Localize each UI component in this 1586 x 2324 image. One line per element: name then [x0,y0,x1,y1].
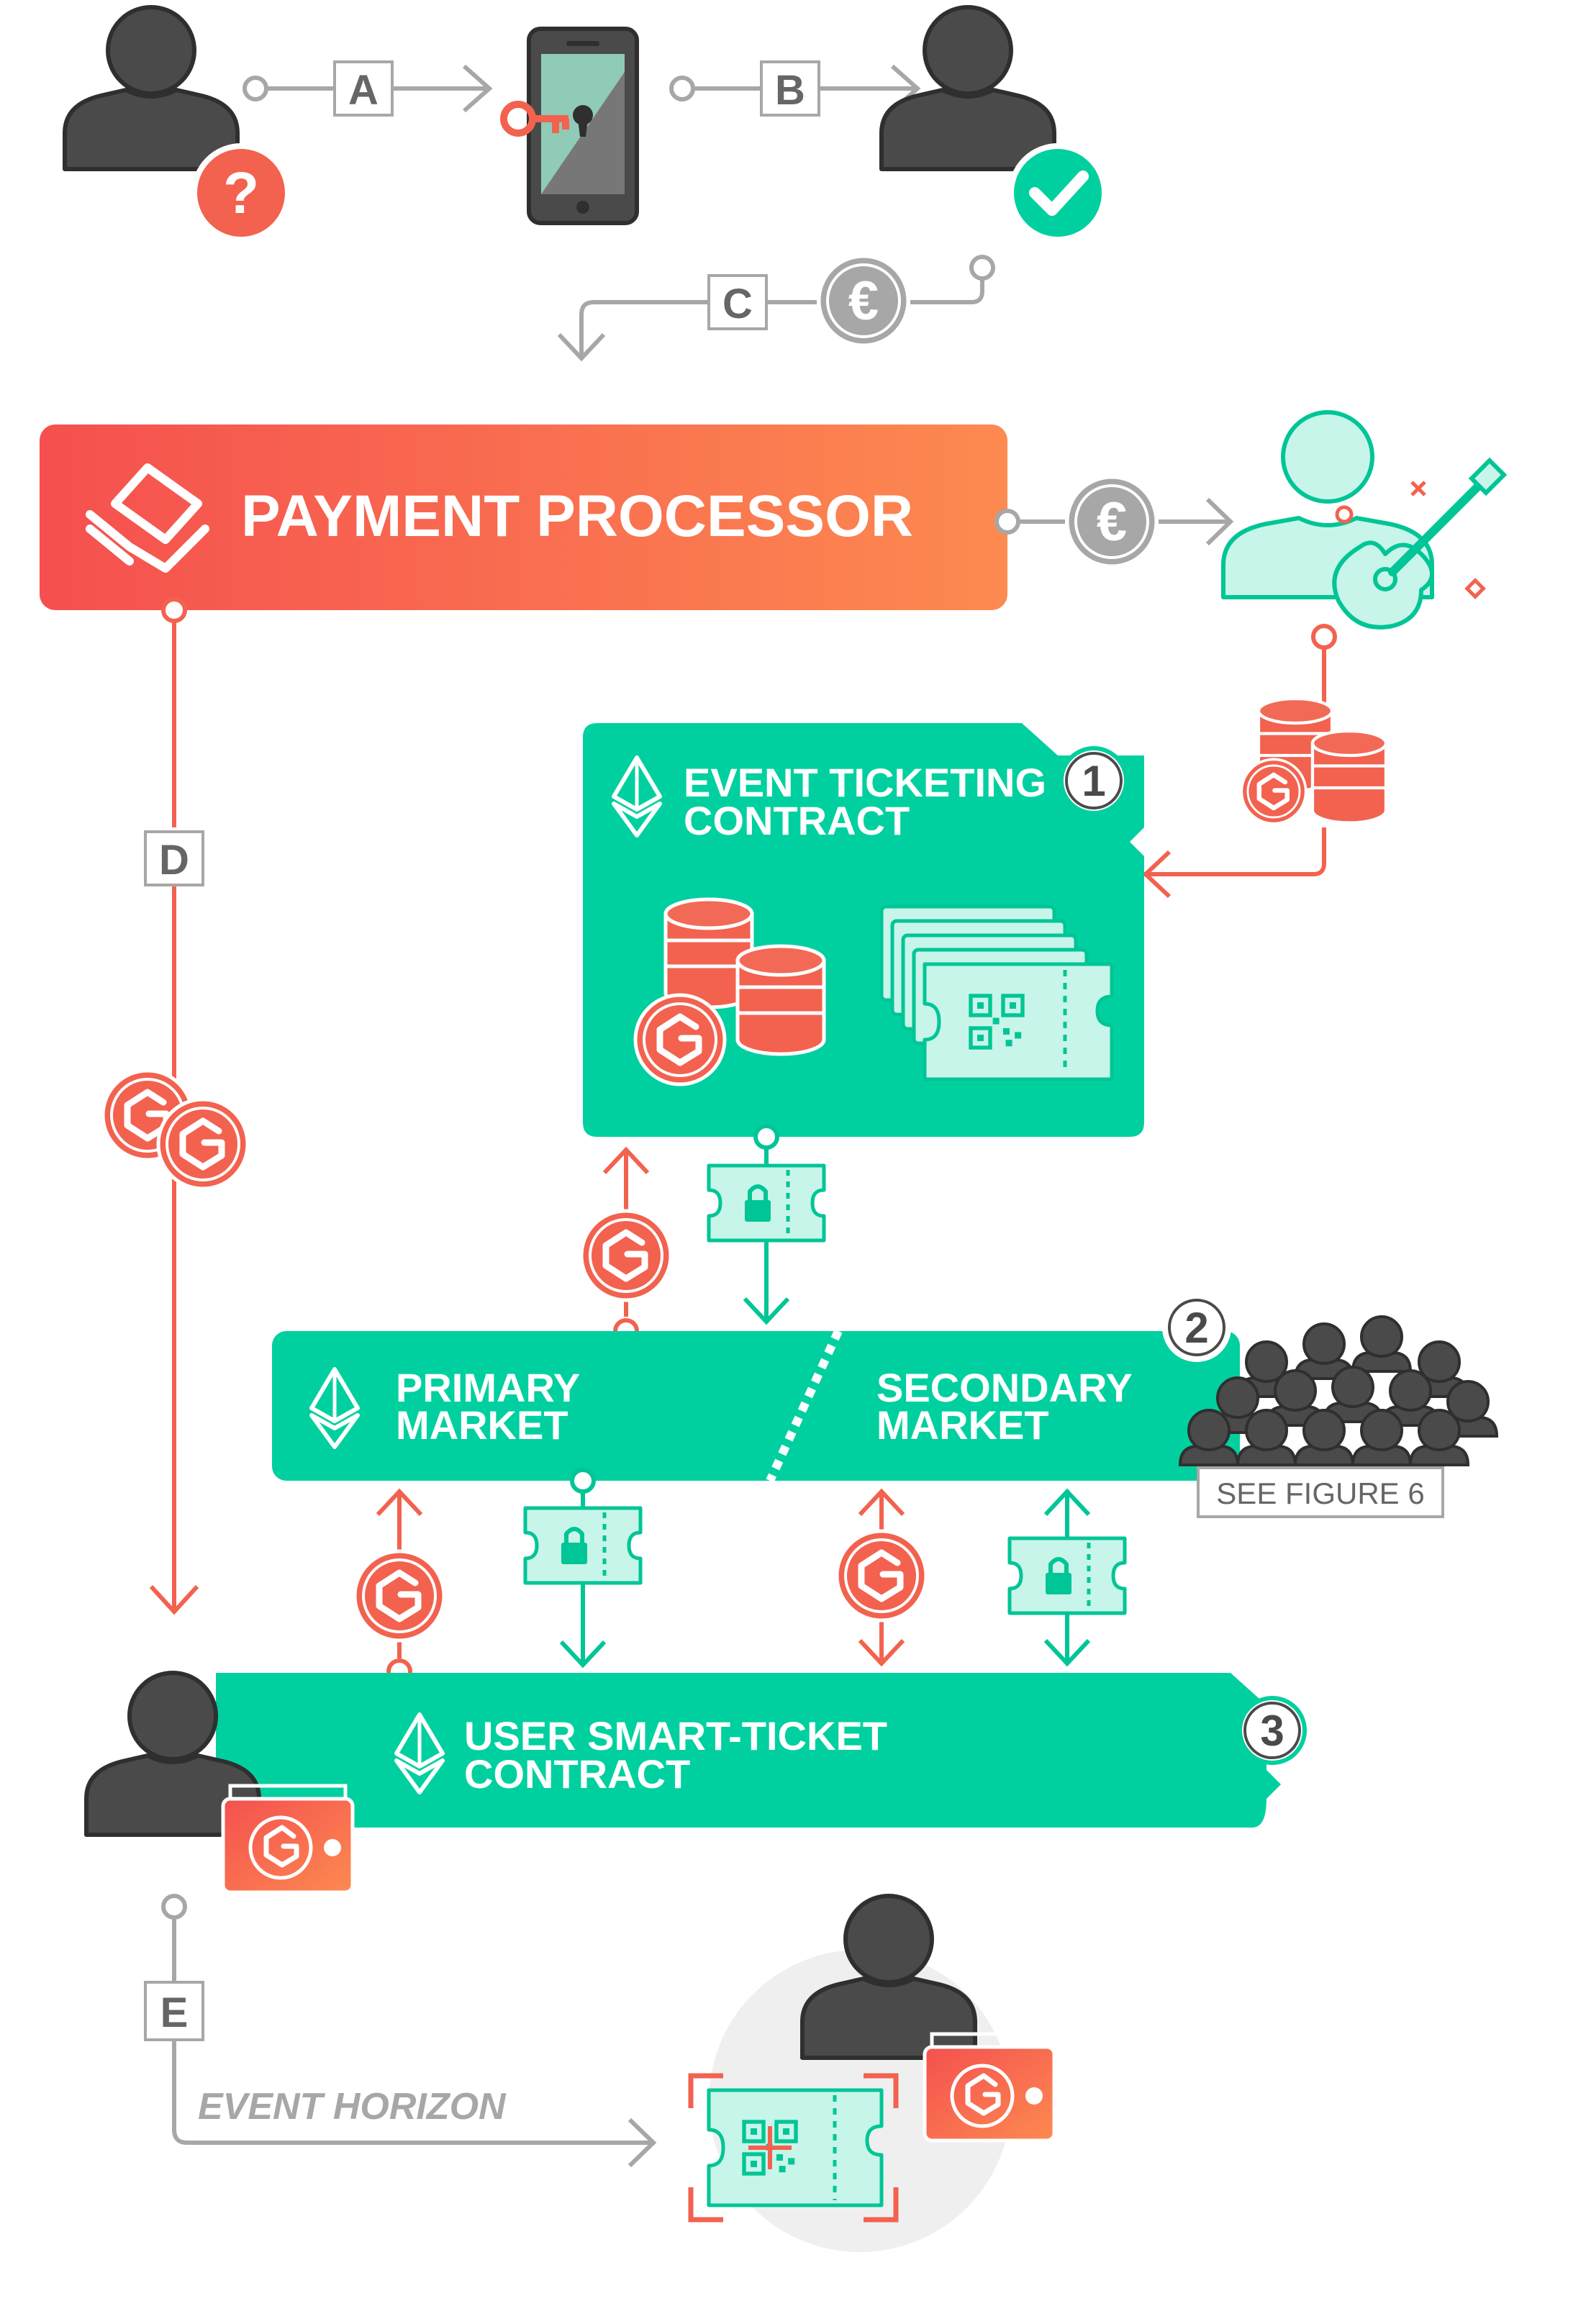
payment-processor-box: PAYMENT PROCESSOR [40,425,1007,610]
g-token-icon [355,1551,444,1640]
artist-token-connector [1142,624,1386,899]
svg-text:1: 1 [1082,757,1105,805]
svg-text:€: € [848,271,879,332]
step-d-connector: D [103,597,248,1615]
see-figure-link[interactable]: SEE FIGURE 6 [1197,1466,1444,1518]
euro-coin-icon: € [1067,477,1156,566]
svg-text:€: € [1097,491,1127,553]
secondary-market-line1: SECONDARY [876,1365,1133,1410]
svg-text:3: 3 [1260,1707,1284,1755]
svg-text:2: 2 [1184,1304,1208,1352]
markets-bar: PRIMARY MARKET SECONDARY MARKET [272,1329,1240,1483]
g-token-icon [158,1099,248,1189]
g-token-icon [581,1211,671,1300]
event-ticketing-contract: EVENT TICKETING CONTRACT 1 [583,723,1144,1137]
wallet-icon [223,1786,353,1892]
step-e-connector: E EVENT HORIZON [144,1894,657,2168]
token-stack-icon [1241,699,1386,824]
step-e-label: E [160,1989,189,2036]
payment-processor-title: PAYMENT PROCESSOR [241,484,913,549]
contract1-markets-connectors [581,1124,824,1344]
payout-connector: € [994,477,1234,566]
venue-entry [688,1896,1054,2252]
step-a-label: A [348,67,379,114]
payment-processor-logo [86,463,209,573]
g-token-icon [837,1531,926,1620]
musician-icon [1221,410,1508,630]
locked-ticket-icon [525,1508,640,1583]
g-token-icon [635,995,725,1084]
step-b-connector: B [669,60,921,117]
svg-text:?: ? [223,160,259,226]
euro-coin-icon: € [819,256,908,345]
locked-ticket-icon [709,1166,824,1240]
contract3-title-line2: CONTRACT [464,1751,690,1797]
markets-user-connectors [355,1468,1125,1684]
step-a-connector: A [243,60,493,117]
g-token-icon [1241,759,1305,823]
step-c-connector: € C [557,256,995,362]
contract1-number-badge: 1 [1059,746,1128,815]
wallet-icon [925,2034,1054,2141]
primary-market-line2: MARKET [396,1402,568,1448]
markets-number-badge: 2 [1162,1293,1231,1362]
unknown-user-icon: ? [65,7,291,242]
ticket-stack-icon [879,904,1114,1081]
contract1-title-line2: CONTRACT [684,798,910,843]
contract1-title-line1: EVENT TICKETING [684,760,1046,805]
locked-phone-icon [527,27,639,225]
event-horizon-label: EVENT HORIZON [198,2086,507,2128]
step-d-label: D [159,837,189,884]
guitar-icon [1332,457,1508,630]
step-b-label: B [775,67,805,114]
svg-text:SEE FIGURE 6: SEE FIGURE 6 [1216,1476,1424,1510]
key-icon [500,101,569,137]
secondary-market-line2: MARKET [876,1402,1049,1448]
verified-user-icon [882,7,1107,242]
locked-ticket-icon [1010,1538,1125,1613]
step-c-label: C [722,281,753,327]
contract3-number-badge: 3 [1238,1696,1307,1765]
primary-market-line1: PRIMARY [396,1365,580,1410]
qr-ticket-icon [688,2073,899,2223]
user-smart-ticket-contract: USER SMART-TICKET CONTRACT 3 [216,1673,1307,1828]
contract3-title-line1: USER SMART-TICKET [464,1713,887,1758]
